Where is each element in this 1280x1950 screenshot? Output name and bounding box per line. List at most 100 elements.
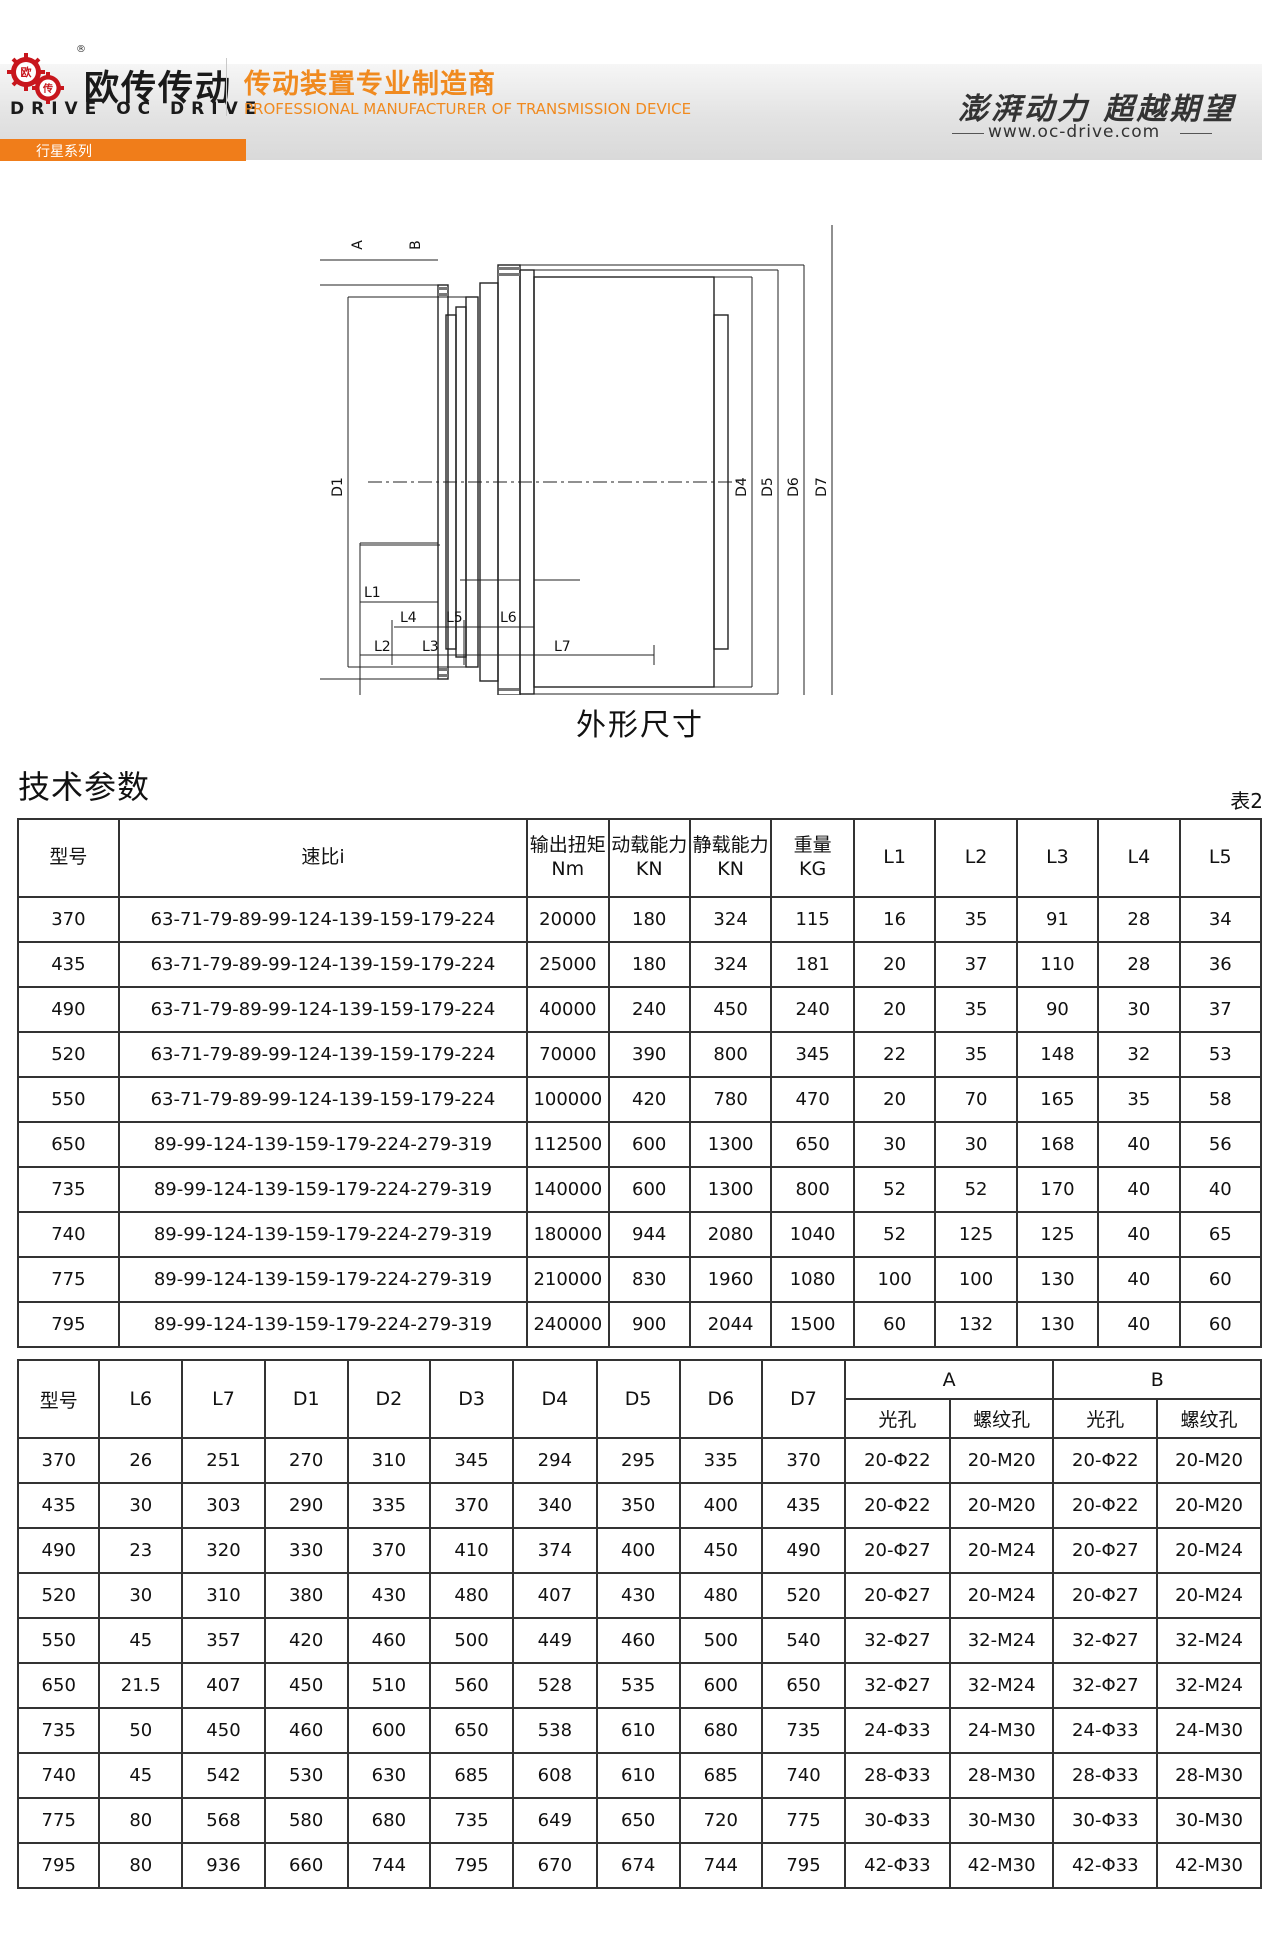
- table-cell: 110: [1015, 941, 1100, 988]
- table-cell: 380: [263, 1572, 349, 1619]
- table-cell: 60: [1178, 1301, 1263, 1348]
- table-cell: 20: [852, 941, 937, 988]
- table-cell: 32-Φ27: [843, 1662, 951, 1709]
- table-cell: 20-M20: [948, 1437, 1055, 1484]
- table-cell: 24-Φ33: [843, 1707, 951, 1754]
- table-cell: 28: [1097, 941, 1181, 988]
- table-cell: 60: [1178, 1256, 1263, 1303]
- col-d2: D2: [346, 1359, 432, 1439]
- col-model: 型号: [17, 818, 120, 898]
- table-cell: 744: [678, 1842, 764, 1889]
- table-cell: 435: [16, 1482, 101, 1529]
- col-a-plain-hole: 光孔: [843, 1398, 951, 1439]
- dimension-drawing: D3 D2 D1 D4 D5 D6 D7 A B L1 L4 L5 L6 L2 …: [320, 225, 833, 695]
- table-cell: 608: [511, 1752, 598, 1799]
- table-cell: 735: [17, 1166, 120, 1213]
- table-cell: 290: [263, 1482, 349, 1529]
- col-l7: L7: [181, 1359, 266, 1439]
- table-cell: 32-M24: [1156, 1617, 1262, 1664]
- table-cell: 30: [1097, 986, 1181, 1033]
- table-cell: 795: [761, 1842, 846, 1889]
- table-cell: 550: [17, 1076, 120, 1123]
- col-ratio: 速比i: [117, 818, 529, 898]
- table-cell: 32-Φ27: [1052, 1662, 1159, 1709]
- table-cell: 735: [429, 1797, 514, 1844]
- label-l5: L5: [446, 610, 463, 626]
- table-cell: 130: [1015, 1301, 1100, 1348]
- table-cell: 720: [678, 1797, 764, 1844]
- table-cell: 310: [181, 1572, 266, 1619]
- table-cell: 240: [607, 986, 691, 1033]
- table-cell: 775: [761, 1797, 846, 1844]
- table-cell: 63-71-79-89-99-124-139-159-179-224: [117, 1031, 529, 1078]
- col-a-thread-hole: 螺纹孔: [948, 1398, 1055, 1439]
- col-l1: L1: [852, 818, 937, 898]
- table-cell: 649: [511, 1797, 598, 1844]
- table-cell: 50: [98, 1707, 184, 1754]
- slogan-cn: 传动装置专业制造商: [244, 69, 496, 100]
- table-cell: 37: [1178, 986, 1263, 1033]
- section-title: 技术参数: [18, 768, 151, 806]
- col-l2: L2: [934, 818, 1018, 898]
- table-cell: 30-Φ33: [843, 1797, 951, 1844]
- table-cell: 500: [429, 1617, 514, 1664]
- table-cell: 1040: [770, 1211, 855, 1258]
- table-cell: 35: [934, 1031, 1018, 1078]
- table-cell: 520: [17, 1031, 120, 1078]
- table-cell: 20-Φ27: [843, 1572, 951, 1619]
- table-cell: 600: [346, 1707, 432, 1754]
- table-separator: [17, 1343, 1262, 1359]
- table-cell: 330: [263, 1527, 349, 1574]
- table-cell: 32-M24: [1156, 1662, 1262, 1709]
- table-cell: 56: [1178, 1121, 1263, 1168]
- table-cell: 450: [678, 1527, 764, 1574]
- registered-mark: ®: [76, 44, 86, 55]
- table-cell: 324: [688, 896, 773, 943]
- table-cell: 294: [511, 1437, 598, 1484]
- table-cell: 28: [1097, 896, 1181, 943]
- table-cell: 407: [511, 1572, 598, 1619]
- table-cell: 52: [852, 1211, 937, 1258]
- logo-mark-1: 欧: [21, 65, 32, 79]
- table-cell: 20-M20: [948, 1482, 1055, 1529]
- table-cell: 420: [607, 1076, 691, 1123]
- table-cell: 130: [1015, 1256, 1100, 1303]
- table-cell: 251: [181, 1437, 266, 1484]
- output-flange: [497, 264, 521, 695]
- table-cell: 40: [1178, 1166, 1263, 1213]
- label-d1: D1: [330, 477, 346, 497]
- table-cell: 680: [346, 1797, 432, 1844]
- col-d4: D4: [511, 1359, 598, 1439]
- table-cell: 16: [852, 896, 937, 943]
- drawing-title: 外形尺寸: [576, 708, 704, 743]
- table-cell: 295: [595, 1437, 681, 1484]
- table-cell: 90: [1015, 986, 1100, 1033]
- table-cell: 420: [263, 1617, 349, 1664]
- table-cell: 40: [1097, 1211, 1181, 1258]
- col-a-group: A: [843, 1359, 1055, 1400]
- table-cell: 35: [1097, 1076, 1181, 1123]
- table-cell: 610: [595, 1707, 681, 1754]
- table-cell: 450: [181, 1707, 266, 1754]
- col-l4: L4: [1097, 818, 1181, 898]
- table-cell: 775: [16, 1797, 101, 1844]
- table-cell: 40: [1097, 1121, 1181, 1168]
- table-cell: 460: [346, 1617, 432, 1664]
- table-cell: 42-M30: [1156, 1842, 1262, 1889]
- table-cell: 30: [934, 1121, 1018, 1168]
- table-cell: 1080: [770, 1256, 855, 1303]
- col-l6: L6: [98, 1359, 184, 1439]
- table-cell: 140000: [526, 1166, 610, 1213]
- table-cell: 40: [1097, 1256, 1181, 1303]
- table-cell: 350: [595, 1482, 681, 1529]
- table-cell: 795: [429, 1842, 514, 1889]
